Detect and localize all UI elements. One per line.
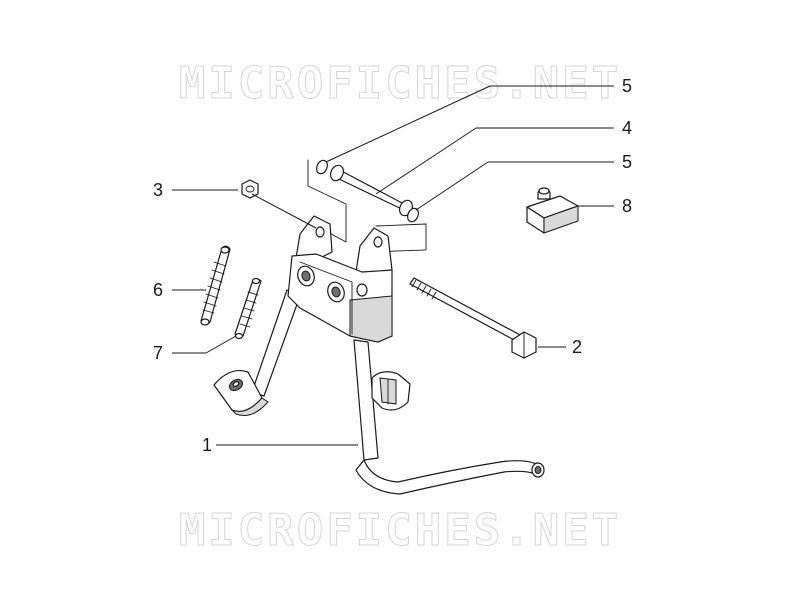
part-5-bushing-left (315, 159, 329, 175)
part-2-long-bolt (409, 277, 537, 359)
callout-4: 4 (622, 118, 632, 138)
part-3-nut (241, 179, 259, 199)
watermark-bottom: MICROFICHES.NET (178, 505, 622, 557)
callout-3: 3 (153, 180, 163, 200)
callout-8: 8 (622, 196, 632, 216)
callout-5-upper: 5 (622, 76, 632, 96)
part-1-center-stand (213, 215, 545, 495)
part-5-bushing-right (406, 207, 420, 223)
watermark-top: MICROFICHES.NET (178, 58, 622, 110)
part-4-pivot-tube (329, 164, 414, 217)
part-8-rubber-bumper (526, 187, 579, 234)
part-6-large-spring (200, 245, 231, 326)
callout-2: 2 (572, 337, 582, 357)
callout-5-lower: 5 (622, 152, 632, 172)
callout-6: 6 (153, 280, 163, 300)
part-7-small-spring (234, 277, 262, 340)
callout-1: 1 (202, 435, 212, 455)
leader-lines (172, 85, 614, 446)
callout-7: 7 (153, 343, 163, 363)
